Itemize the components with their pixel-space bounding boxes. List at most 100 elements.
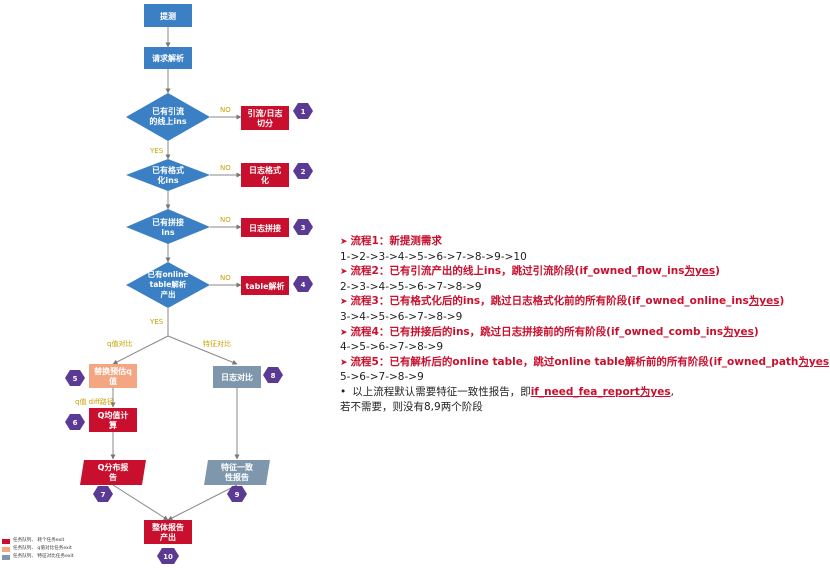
- process-9: [204, 460, 270, 485]
- edge-p9-p10: [167, 484, 238, 521]
- arrow-bullet-icon: ➤: [340, 237, 348, 247]
- decision-3-line1: 已有拼接: [152, 217, 184, 227]
- process-7: [80, 460, 146, 485]
- process-4-label: table解析: [245, 281, 284, 291]
- svg-text:2: 2: [301, 168, 306, 176]
- svg-text:5: 5: [73, 375, 78, 383]
- svg-text:3: 3: [301, 224, 306, 232]
- process-1-line1: 引流/日志: [248, 108, 283, 118]
- decision-1: [126, 93, 210, 141]
- decision-3: [126, 209, 210, 244]
- decision-3-line2: ins: [161, 228, 174, 237]
- legend-item-3: 任务队列、 特征对比任务exit: [2, 553, 74, 561]
- legend-item-1: 任务队列、 耗个任务exit: [2, 537, 74, 545]
- process-3: [241, 218, 289, 237]
- process-7-line2: 告: [109, 472, 117, 482]
- edge-label-no-4: NO: [220, 274, 231, 282]
- process-3-label: 日志拼接: [249, 223, 281, 233]
- process-2-line2: 化: [261, 175, 269, 185]
- badge-6: 6: [65, 414, 85, 430]
- process-1-line2: 切分: [257, 118, 273, 128]
- note-bullet-line2: 若不需要，则没有8,9两个阶段: [340, 400, 483, 413]
- note-5-path: 5->6->7->8->9: [340, 371, 424, 384]
- legend-swatch-gray: [2, 554, 10, 560]
- edge-label-no-3: NO: [220, 216, 231, 224]
- process-6-line1: Q均值计: [98, 410, 129, 420]
- svg-text:10: 10: [163, 553, 173, 561]
- node-start-label: 提测: [160, 11, 176, 21]
- edge-label-no-2: NO: [220, 164, 231, 172]
- badge-9: 9: [227, 486, 247, 502]
- edge-label-yes-1: YES: [149, 147, 164, 155]
- edge-label-yes-2: YES: [149, 318, 164, 326]
- note-2-path: 2->3->4->5->6->7->8->9: [340, 280, 482, 293]
- legend-swatch-red: [2, 538, 10, 544]
- process-5-line1: 替换预估q: [94, 366, 132, 376]
- svg-text:6: 6: [73, 419, 78, 427]
- decision-2: [126, 159, 210, 191]
- process-9-line2: 性报告: [225, 472, 249, 482]
- svg-text:4: 4: [301, 281, 306, 289]
- process-6-line2: 算: [109, 420, 117, 430]
- process-1: [241, 106, 289, 130]
- svg-text:8: 8: [271, 372, 276, 380]
- process-2: [241, 163, 289, 187]
- decision-1-line2: 的线上ins: [149, 116, 186, 126]
- note-2-head: ➤流程2：已有引流产出的线上ins，跳过引流阶段(if_owned_flow_i…: [340, 265, 720, 278]
- svg-text:7: 7: [101, 491, 106, 499]
- note-1-path: 1->2->3->4->5->6->7->8->9->10: [340, 250, 527, 263]
- svg-text:9: 9: [235, 491, 240, 499]
- edge-label-feature-compare: 特征对比: [203, 339, 231, 348]
- badge-8: 8: [263, 367, 283, 383]
- node-start: [144, 4, 192, 27]
- decision-4: [126, 262, 210, 308]
- process-8: [213, 366, 261, 388]
- process-10-line1: 整体报告: [151, 522, 184, 532]
- legend: 任务队列、 耗个任务exit 任务队列、 q值对比任务exit 任务队列、 特征…: [2, 537, 74, 561]
- arrow-bullet-icon: ➤: [340, 267, 348, 278]
- process-10-line2: 产出: [160, 532, 176, 542]
- decision-2-line1: 已有格式: [152, 165, 184, 175]
- badge-1: 1: [293, 103, 313, 119]
- badge-4: 4: [293, 276, 313, 292]
- decision-4-line1: 已有online: [147, 269, 188, 279]
- note-5-head: ➤流程5：已有解析后的online table，跳过online table解析…: [340, 355, 830, 368]
- process-8-label: 日志对比: [221, 372, 253, 382]
- note-3-path: 3->4->5->6->7->8->9: [340, 310, 463, 323]
- decision-1-line1: 已有引流: [152, 106, 184, 116]
- edge-split-p5: [112, 335, 169, 365]
- decision-4-line3: 产出: [161, 289, 176, 299]
- edge-label-no-1: NO: [220, 106, 231, 114]
- process-2-line1: 日志格式: [249, 165, 281, 175]
- legend-item-2: 任务队列、 q值对比任务exit: [2, 545, 74, 553]
- note-3-head: ➤流程3：已有格式化后的ins，跳过日志格式化前的所有阶段(if_owned_o…: [340, 295, 785, 308]
- badge-5: 5: [65, 370, 85, 386]
- arrow-bullet-icon: ➤: [340, 327, 348, 338]
- bullet-dot-icon: •: [340, 385, 347, 398]
- note-4-head: ➤流程4：已有拼接后的ins，跳过日志拼接前的所有阶段(if_owned_com…: [340, 325, 759, 338]
- process-4: [241, 276, 289, 295]
- process-9-line1: 特征一致: [221, 462, 254, 472]
- edge-split-p8: [167, 335, 238, 365]
- process-7-line1: Q分布报: [98, 462, 129, 472]
- edges: [110, 27, 242, 521]
- legend-swatch-peach: [2, 546, 10, 552]
- edge-label-q-compare: q值对比: [107, 339, 132, 348]
- decision-2-line2: 化ins: [157, 175, 178, 185]
- svg-text:1: 1: [301, 108, 306, 116]
- badge-3: 3: [293, 219, 313, 235]
- process-10: [144, 520, 192, 544]
- decision-4-line2: table解析: [150, 279, 187, 289]
- process-5: [89, 364, 137, 388]
- flow-notes: ➤流程1：新提测需求 1->2->3->4->5->6->7->8->9->10…: [340, 234, 830, 414]
- node-parse-label: 请求解析: [152, 53, 184, 63]
- edge-label-q-diff: q值 diff路径: [75, 397, 114, 406]
- edge-p7-p10: [112, 484, 169, 521]
- note-1-head: ➤流程1：新提测需求: [340, 235, 442, 247]
- note-bullet-line1: •以上流程默认需要特征一致性报告，即if_need_fea_report为yes…: [340, 385, 674, 398]
- node-parse: [144, 47, 192, 69]
- arrow-bullet-icon: ➤: [340, 297, 348, 308]
- note-4-path: 4->5->6->7->8->9: [340, 341, 444, 354]
- process-5-line2: 值: [109, 376, 117, 386]
